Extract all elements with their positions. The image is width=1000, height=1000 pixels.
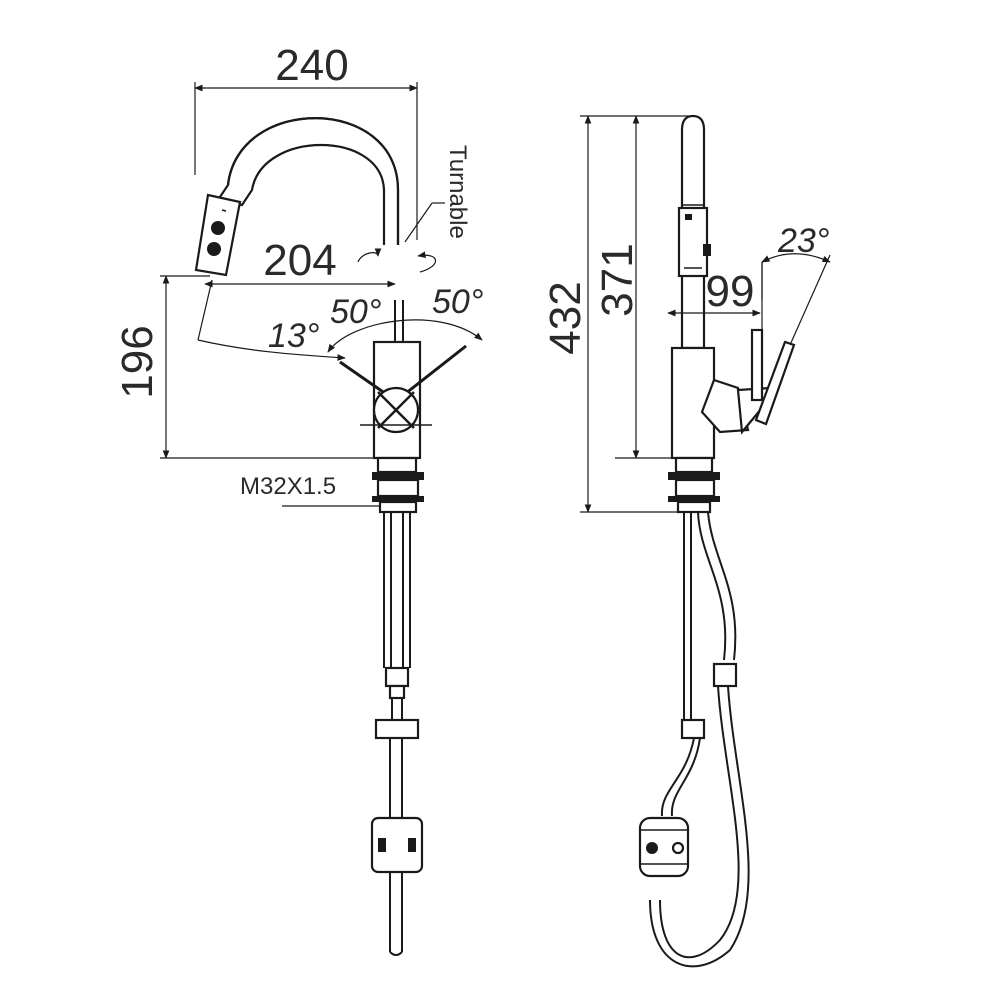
handle-tilt-angle: 23° [761, 222, 831, 346]
spray-angle-label: 13° [268, 317, 319, 355]
thread-label: M32X1.5 [240, 473, 336, 500]
spout-height-dimension: 371 [593, 115, 680, 459]
side-view: 432 371 99 23° [541, 114, 831, 968]
height-dimension: 196 [113, 275, 375, 459]
handle-reach-label: 99 [706, 267, 755, 316]
total-height-dimension: 432 [541, 115, 690, 513]
spray-angle: 13° [197, 279, 346, 361]
front-spray-head [194, 193, 242, 277]
spout-height-label: 371 [593, 243, 642, 316]
handle-reach-dimension: 99 [667, 262, 763, 372]
side-hoses [638, 511, 750, 968]
spray-button-icon [685, 214, 692, 220]
reach-dimension: 204 [204, 236, 396, 288]
total-height-label: 432 [541, 281, 590, 354]
front-view: 240 Turnable 204 [113, 41, 483, 956]
handle-angle-arc: 50° 50° [327, 283, 483, 353]
handle-angle-right-label: 50° [432, 283, 483, 321]
side-body [670, 328, 796, 460]
handle-tilt-label: 23° [777, 222, 829, 260]
width-dim-label: 240 [275, 41, 348, 90]
front-spout [216, 117, 400, 245]
spray-button-icon [211, 221, 225, 235]
side-base [668, 456, 720, 514]
width-dimension: 240 [194, 41, 418, 240]
handle-angle-left-label: 50° [330, 293, 381, 331]
height-dim-label: 196 [113, 325, 162, 398]
front-base: M32X1.5 [240, 456, 424, 514]
rotation-annotation: Turnable [357, 145, 471, 273]
front-body [339, 300, 467, 460]
front-hoses [370, 512, 424, 956]
turnable-label: Turnable [444, 145, 471, 239]
spray-button-icon [207, 242, 221, 256]
side-spout [677, 114, 711, 350]
spray-button-icon [703, 244, 711, 256]
reach-dim-label: 204 [263, 236, 336, 285]
